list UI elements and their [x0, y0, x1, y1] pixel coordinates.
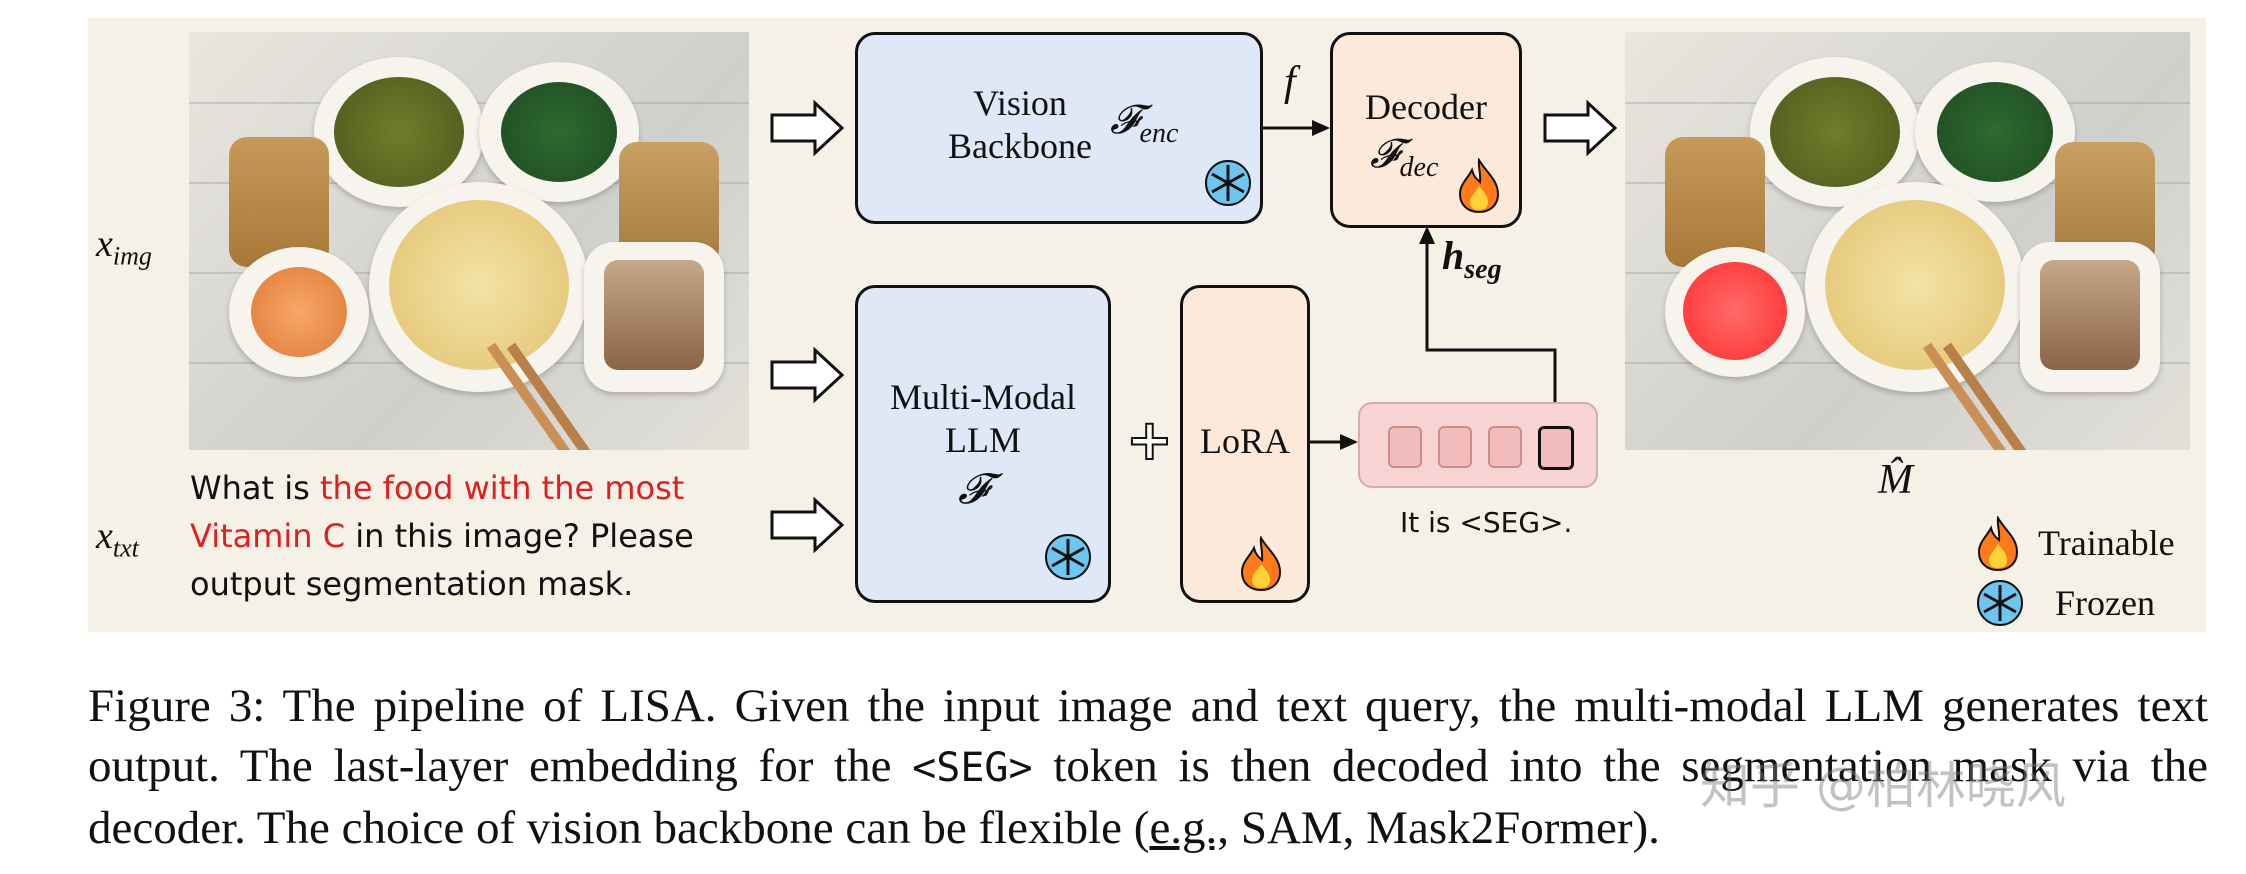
vision-backbone-box — [855, 32, 1263, 224]
vision-backbone-label: Vision Backbone — [930, 82, 1110, 168]
edamame — [1770, 77, 1900, 187]
pancake — [1825, 200, 2005, 370]
text-query: What is the food with the most Vitamin C… — [190, 464, 750, 608]
greens — [1937, 82, 2053, 182]
output-mask-label: M̂ — [1878, 457, 1913, 503]
lora-box — [1180, 285, 1310, 603]
watermark: 知乎 @柏林晓风 — [1700, 757, 2066, 815]
flame-icon — [1975, 515, 2021, 572]
tokens-arrowhead — [1340, 434, 1358, 450]
plus-sign: + — [1125, 407, 1174, 474]
output-food-photo — [1625, 32, 2190, 450]
seg-token — [1538, 426, 1574, 470]
input-food-photo — [189, 32, 749, 450]
query-plain-2: in this image? Please — [345, 517, 694, 555]
vision-label-line2: Backbone — [948, 126, 1092, 167]
query-highlight-1: the food with the most — [319, 469, 685, 507]
output-token — [1438, 426, 1472, 468]
snowflake-icon — [1205, 160, 1251, 206]
query-highlight-2: Vitamin C — [190, 517, 346, 555]
figure-caption: Figure 3: The pipeline of LISA. Given th… — [88, 676, 2208, 858]
lora-label: LoRA — [1200, 421, 1290, 461]
juice-glass-left — [1665, 137, 1765, 267]
output-token — [1488, 426, 1522, 468]
greens — [501, 82, 617, 182]
tofu — [604, 260, 704, 370]
query-plain-3: output segmentation mask. — [190, 565, 634, 603]
text-label-sub: txt — [112, 533, 139, 563]
token-caption: It is <SEG>. — [1400, 506, 1573, 539]
hollow-arrow-decoder-to-output — [1543, 99, 1618, 157]
image-label-base: x — [96, 223, 113, 265]
query-line-3: output segmentation mask. — [190, 560, 750, 608]
feature-label: f — [1284, 59, 1296, 105]
caption-text-3: SAM, Mask2Former). — [1229, 802, 1660, 854]
input-text-label: xtxt — [96, 514, 139, 564]
query-plain-1: What is — [190, 469, 320, 507]
hseg-label: hseg — [1442, 232, 1502, 286]
image-label-sub: img — [112, 241, 152, 271]
vision-symbol-sub: enc — [1139, 118, 1179, 149]
feature-arrowhead — [1312, 120, 1330, 136]
vision-label-line1: Vision — [973, 83, 1067, 123]
snowflake-icon — [1045, 534, 1091, 580]
legend-frozen-label: Frozen — [2055, 583, 2155, 623]
caption-seg-token: <SEG> — [912, 745, 1033, 791]
llm-label-line1: Multi-Modal — [890, 377, 1076, 417]
hollow-arrow-image-to-backbone — [770, 99, 845, 157]
output-token-strip — [1358, 402, 1598, 488]
hseg-path — [1425, 240, 1557, 422]
vision-symbol: 𝓕enc — [1110, 96, 1178, 150]
flame-icon — [1240, 535, 1282, 592]
query-line-1: What is the food with the most — [190, 464, 750, 512]
tofu — [2040, 260, 2140, 370]
edamame — [334, 77, 464, 187]
flame-icon — [1458, 157, 1500, 214]
output-token — [1388, 426, 1422, 468]
vision-symbol-base: 𝓕 — [1110, 97, 1140, 142]
caption-text-1: Figure 3: The pipeline of LISA. Given th… — [88, 680, 2208, 792]
legend-trainable-label: Trainable — [2038, 523, 2175, 563]
juice-glass-left — [229, 137, 329, 267]
decoder-symbol-sub: dec — [1399, 152, 1439, 183]
hseg-arrowhead — [1419, 226, 1435, 244]
caption-text-2: token is then decoded into the segmentat… — [88, 740, 2208, 854]
decoder-symbol: 𝓕dec — [1370, 130, 1438, 184]
llm-label: Multi-Modal LLM — [870, 376, 1096, 462]
pancake — [389, 200, 569, 370]
segmentation-mask — [1683, 262, 1787, 360]
llm-symbol: 𝓕 — [958, 467, 989, 513]
decoder-symbol-base: 𝓕 — [1370, 131, 1400, 176]
llm-label-line2: LLM — [945, 420, 1021, 461]
hseg-sub: seg — [1464, 254, 1502, 285]
orange — [251, 267, 347, 357]
query-line-2: Vitamin C in this image? Please — [190, 512, 750, 560]
caption-eg: e.g., — [1149, 802, 1230, 854]
hollow-arrow-image-to-llm — [770, 346, 845, 404]
snowflake-icon — [1977, 580, 2023, 626]
hseg-base: h — [1442, 233, 1465, 278]
text-label-base: x — [96, 515, 113, 557]
llm-box — [855, 285, 1111, 603]
hollow-arrow-text-to-llm — [770, 496, 845, 554]
input-image-label: ximg — [96, 222, 152, 272]
decoder-label: Decoder — [1365, 87, 1487, 127]
